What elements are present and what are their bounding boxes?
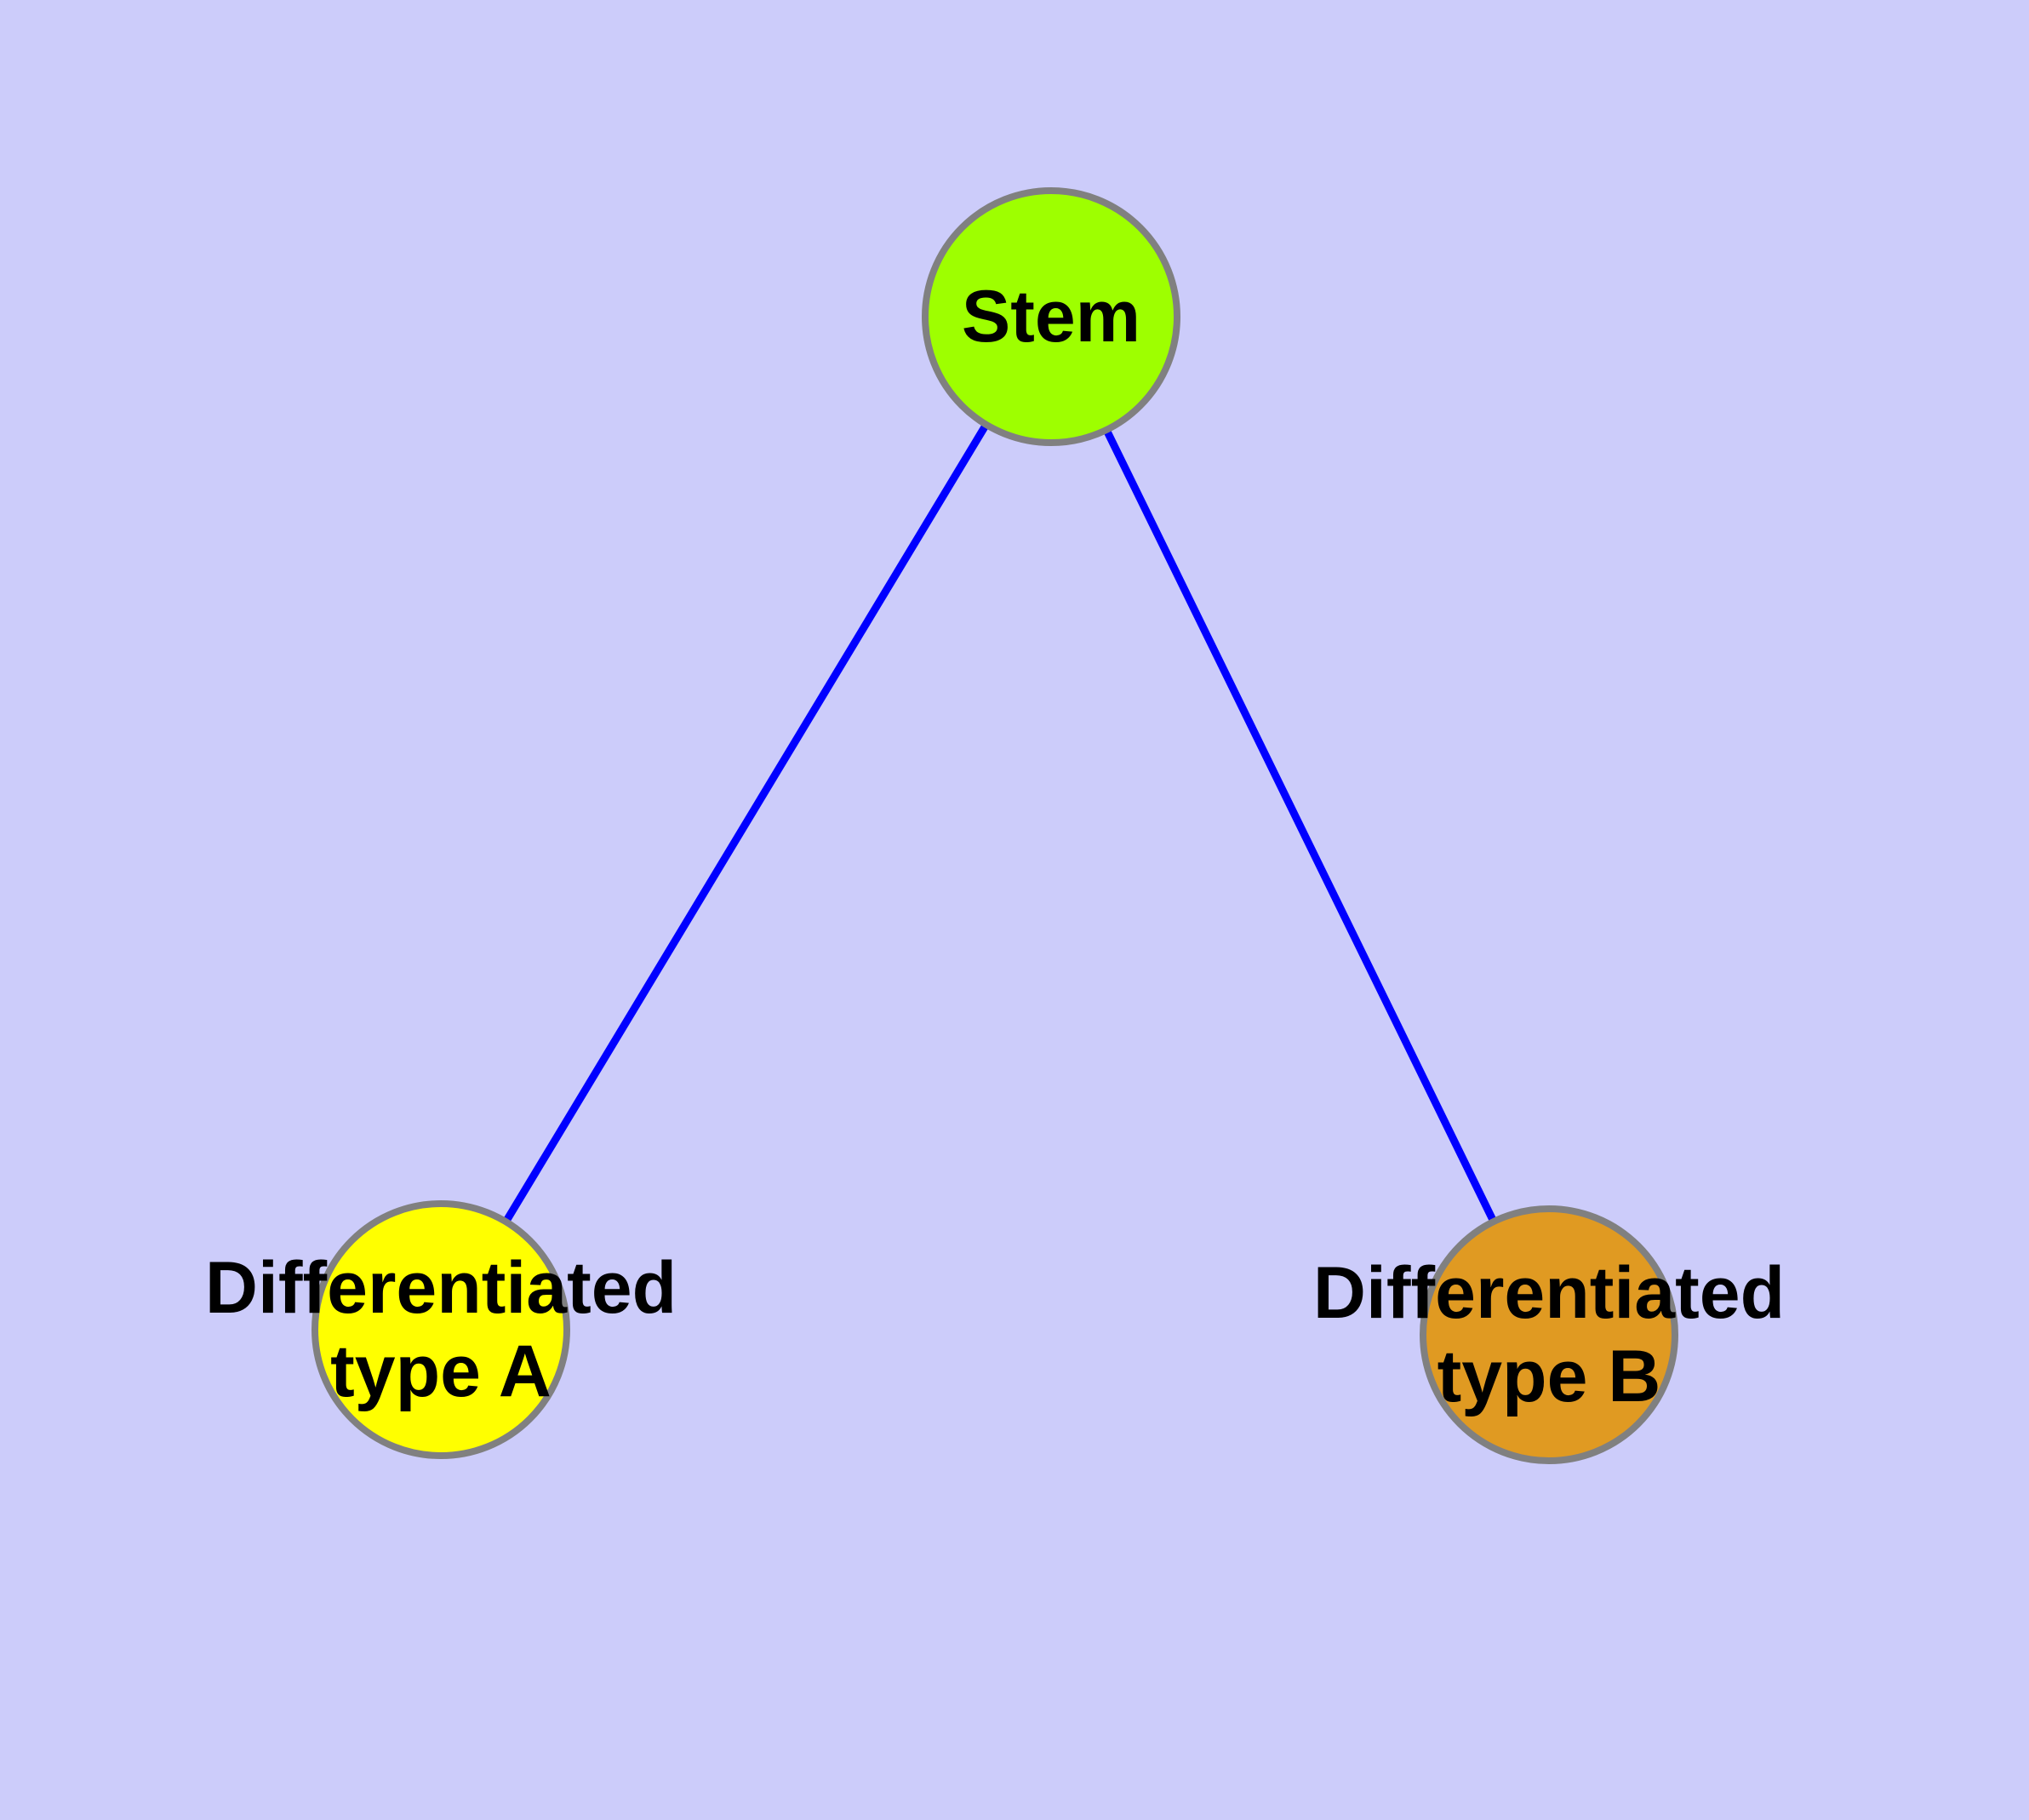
node-label-line: Differentiated	[1313, 1252, 1785, 1334]
node-circle-diff_a[interactable]	[311, 1200, 570, 1459]
node-circle-stem[interactable]	[922, 187, 1180, 446]
edge-stem-to-diff_b	[1102, 427, 1498, 1224]
node-label-line: type B	[1437, 1336, 1661, 1417]
node-label-line: Stem	[962, 276, 1140, 358]
edge-layer	[502, 422, 1498, 1224]
node-circle-diff_b[interactable]	[1420, 1205, 1678, 1464]
node-label-stem: Stem	[962, 276, 1140, 358]
edge-stem-to-diff_a	[502, 422, 990, 1224]
node-label-line: Differentiated	[205, 1247, 677, 1329]
node-label-line: type A	[330, 1331, 552, 1412]
node-stem[interactable]: Stem	[922, 187, 1180, 446]
